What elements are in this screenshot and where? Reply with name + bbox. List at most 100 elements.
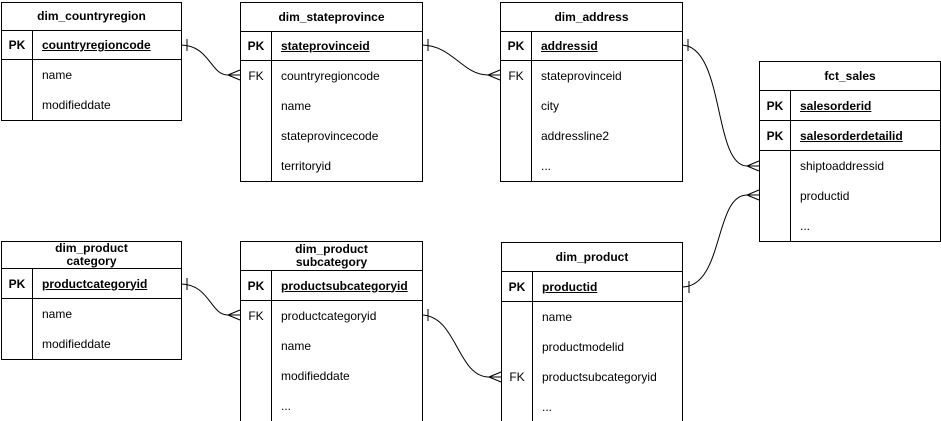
- table-row: ...: [502, 392, 682, 421]
- key-badge: [501, 91, 532, 121]
- field-name: modifieddate: [42, 98, 111, 112]
- table-title: fct_sales: [760, 62, 940, 91]
- table-row: PK countryregioncode: [2, 31, 181, 60]
- pk-badge: PK: [760, 91, 791, 120]
- key-badge: [241, 151, 272, 181]
- table-row: ...: [760, 211, 940, 241]
- relationship-address-fctsales: [680, 39, 760, 172]
- table-dim-product: dim_product PK productid name productmod…: [501, 242, 683, 421]
- field-name: name: [281, 99, 312, 113]
- table-fct-sales: fct_sales PK salesorderid PK salesorderd…: [759, 61, 941, 242]
- pk-badge: PK: [502, 272, 533, 301]
- key-badge: [241, 331, 272, 361]
- pk-badge: PK: [2, 269, 33, 298]
- table-dim-productsubcategory: dim_product subcategory PK productsubcat…: [240, 241, 423, 421]
- field-name: ...: [542, 400, 553, 414]
- table-title: dim_product: [502, 243, 682, 272]
- key-badge: [241, 361, 272, 391]
- field-name: name: [281, 339, 312, 353]
- table-title: dim_address: [501, 3, 682, 32]
- key-badge: [2, 299, 33, 329]
- table-row: ...: [241, 391, 422, 421]
- relationship-productsubcategory-product: [420, 309, 502, 383]
- key-badge: [502, 392, 533, 421]
- field-name: countryregioncode: [281, 69, 380, 83]
- field-name: city: [541, 99, 559, 113]
- table-row: FK countryregioncode: [241, 61, 422, 91]
- table-dim-productcategory: dim_product category PK productcategoryi…: [1, 241, 182, 360]
- field-name: productid: [800, 189, 850, 203]
- relationship-stateprovince-address: [420, 39, 501, 81]
- fk-badge: FK: [241, 61, 272, 91]
- table-row: name: [241, 331, 422, 361]
- table-row: territoryid: [241, 151, 422, 181]
- pk-badge: PK: [501, 32, 532, 60]
- table-dim-stateprovince: dim_stateprovince PK stateprovinceid FK …: [240, 2, 423, 182]
- field-name: salesorderdetailid: [800, 128, 903, 143]
- table-row: ...: [501, 151, 682, 181]
- field-name: ...: [541, 159, 552, 173]
- key-badge: [501, 151, 532, 181]
- table-row: name: [241, 91, 422, 121]
- table-row: productmodelid: [502, 332, 682, 362]
- fk-badge: FK: [241, 301, 272, 331]
- table-title: dim_countryregion: [2, 3, 181, 31]
- relationship-countryregion-stateprovince: [179, 39, 241, 81]
- table-title: dim_stateprovince: [241, 3, 422, 32]
- table-dim-countryregion: dim_countryregion PK countryregioncode n…: [1, 2, 182, 121]
- table-row: PK productsubcategoryid: [241, 271, 422, 301]
- field-name: productsubcategoryid: [542, 370, 657, 384]
- key-badge: [2, 329, 33, 359]
- table-row: name: [2, 60, 181, 90]
- field-name: addressline2: [541, 129, 610, 143]
- field-name: countryregioncode: [42, 38, 151, 52]
- field-name: stateprovinceid: [541, 69, 622, 83]
- field-name: ...: [800, 219, 811, 233]
- table-row: FK stateprovinceid: [501, 61, 682, 91]
- table-row: name: [502, 302, 682, 332]
- key-badge: [760, 181, 791, 211]
- table-row: FK productcategoryid: [241, 301, 422, 331]
- table-row: name: [2, 299, 181, 329]
- table-row: PK addressid: [501, 32, 682, 61]
- field-name: territoryid: [281, 159, 332, 173]
- key-badge: [241, 91, 272, 121]
- key-badge: [241, 391, 272, 421]
- pk-badge: PK: [760, 121, 791, 150]
- key-badge: [502, 332, 533, 362]
- key-badge: [760, 211, 791, 241]
- pk-badge: PK: [241, 271, 272, 300]
- table-row: modifieddate: [2, 329, 181, 359]
- field-name: productmodelid: [542, 340, 625, 354]
- field-name: productcategoryid: [42, 276, 148, 291]
- table-row: modifieddate: [241, 361, 422, 391]
- table-row: PK productcategoryid: [2, 269, 181, 299]
- table-row: modifieddate: [2, 90, 181, 120]
- relationship-product-fctsales: [681, 189, 760, 293]
- table-row: addressline2: [501, 121, 682, 151]
- field-name: modifieddate: [281, 369, 350, 383]
- relationship-productcategory-productsubcategory: [179, 278, 241, 321]
- table-title: dim_product category: [2, 242, 181, 269]
- field-name: name: [42, 307, 73, 321]
- field-name: name: [42, 68, 73, 82]
- fk-badge: FK: [502, 362, 533, 392]
- key-badge: [241, 121, 272, 151]
- field-name: modifieddate: [42, 337, 111, 351]
- table-row: FK productsubcategoryid: [502, 362, 682, 392]
- field-name: productcategoryid: [281, 309, 377, 323]
- field-name: productid: [542, 279, 598, 294]
- pk-badge: PK: [241, 32, 272, 60]
- key-badge: [502, 302, 533, 332]
- key-badge: [2, 90, 33, 120]
- field-name: productsubcategoryid: [281, 278, 408, 293]
- table-row: productid: [760, 181, 940, 211]
- table-row: PK salesorderdetailid: [760, 121, 940, 151]
- field-name: stateprovincecode: [281, 129, 379, 143]
- field-name: addressid: [541, 39, 598, 53]
- table-title: dim_product subcategory: [241, 242, 422, 271]
- field-name: name: [542, 310, 573, 324]
- key-badge: [760, 151, 791, 181]
- table-row: PK salesorderid: [760, 91, 940, 121]
